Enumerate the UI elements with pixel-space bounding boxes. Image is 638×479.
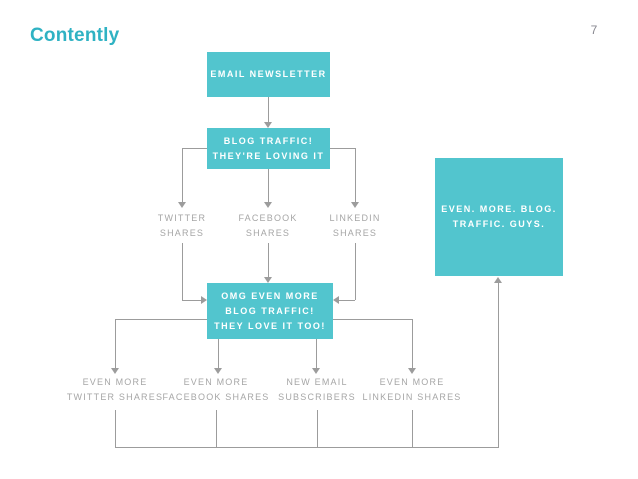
arrowhead-down-icon (408, 368, 416, 374)
connector-blog-to-facebook (268, 169, 269, 202)
connector-linkedin2-to-bus (412, 410, 413, 447)
node-email-newsletter: EMAIL NEWSLETTER (207, 52, 330, 97)
connector-email-to-blog (268, 97, 269, 122)
connector-blog-to-linkedin-h (330, 148, 355, 149)
node-omg-even-more-blog-traffic: OMG EVEN MORE BLOG TRAFFIC! THEY LOVE IT… (207, 283, 333, 339)
arrowhead-down-icon (312, 368, 320, 374)
contently-logo: Contently (30, 25, 120, 46)
connector-omg-to-linkedin2-v (412, 319, 413, 368)
connector-omg-to-twitter2-h (115, 319, 207, 320)
connector-twitter2-to-bus (115, 410, 116, 447)
connector-blog-to-twitter-v (182, 148, 183, 202)
connector-bus-horizontal (115, 447, 499, 448)
label-twitter-shares: TWITTER SHARES (157, 213, 207, 238)
connector-linkedin-to-omg-h (339, 300, 355, 301)
connector-twitter-to-omg-v (182, 243, 183, 300)
node-even-more-blog-traffic: EVEN. MORE. BLOG. TRAFFIC. GUYS. (435, 158, 563, 276)
arrowhead-right-icon (201, 296, 207, 304)
connector-bus-to-even-more-blog (498, 283, 499, 447)
label-even-more-linkedin-shares: EVEN MORE LINKEDIN SHARES (362, 377, 462, 402)
arrowhead-up-icon (494, 277, 502, 283)
arrowhead-down-icon (264, 277, 272, 283)
connector-blog-to-twitter-h (182, 148, 207, 149)
connector-omg-to-facebook2 (218, 339, 219, 368)
node-blog-traffic: BLOG TRAFFIC! THEY'RE LOVING IT (207, 128, 330, 169)
label-even-more-facebook-shares: EVEN MORE FACEBOOK SHARES (162, 377, 270, 402)
arrowhead-down-icon (351, 202, 359, 208)
label-new-email-subscribers: NEW EMAIL SUBSCRIBERS (278, 377, 356, 402)
label-linkedin-shares: LINKEDIN SHARES (329, 213, 381, 238)
label-facebook-shares: FACEBOOK SHARES (238, 213, 298, 238)
connector-facebook2-to-bus (216, 410, 217, 447)
connector-blog-to-linkedin-v (355, 148, 356, 202)
connector-omg-to-twitter2-v (115, 319, 116, 368)
connector-twitter-to-omg-h (182, 300, 201, 301)
arrowhead-down-icon (111, 368, 119, 374)
arrowhead-down-icon (264, 202, 272, 208)
connector-facebook-to-omg (268, 243, 269, 277)
arrowhead-left-icon (333, 296, 339, 304)
connector-linkedin-to-omg-v (355, 243, 356, 300)
connector-subscribers-to-bus (317, 410, 318, 447)
page-number: 7 (590, 23, 598, 37)
arrowhead-down-icon (264, 122, 272, 128)
arrowhead-down-icon (178, 202, 186, 208)
connector-omg-to-linkedin2-h (333, 319, 412, 320)
label-even-more-twitter-shares: EVEN MORE TWITTER SHARES (66, 377, 164, 402)
arrowhead-down-icon (214, 368, 222, 374)
connector-omg-to-subscribers (316, 339, 317, 368)
